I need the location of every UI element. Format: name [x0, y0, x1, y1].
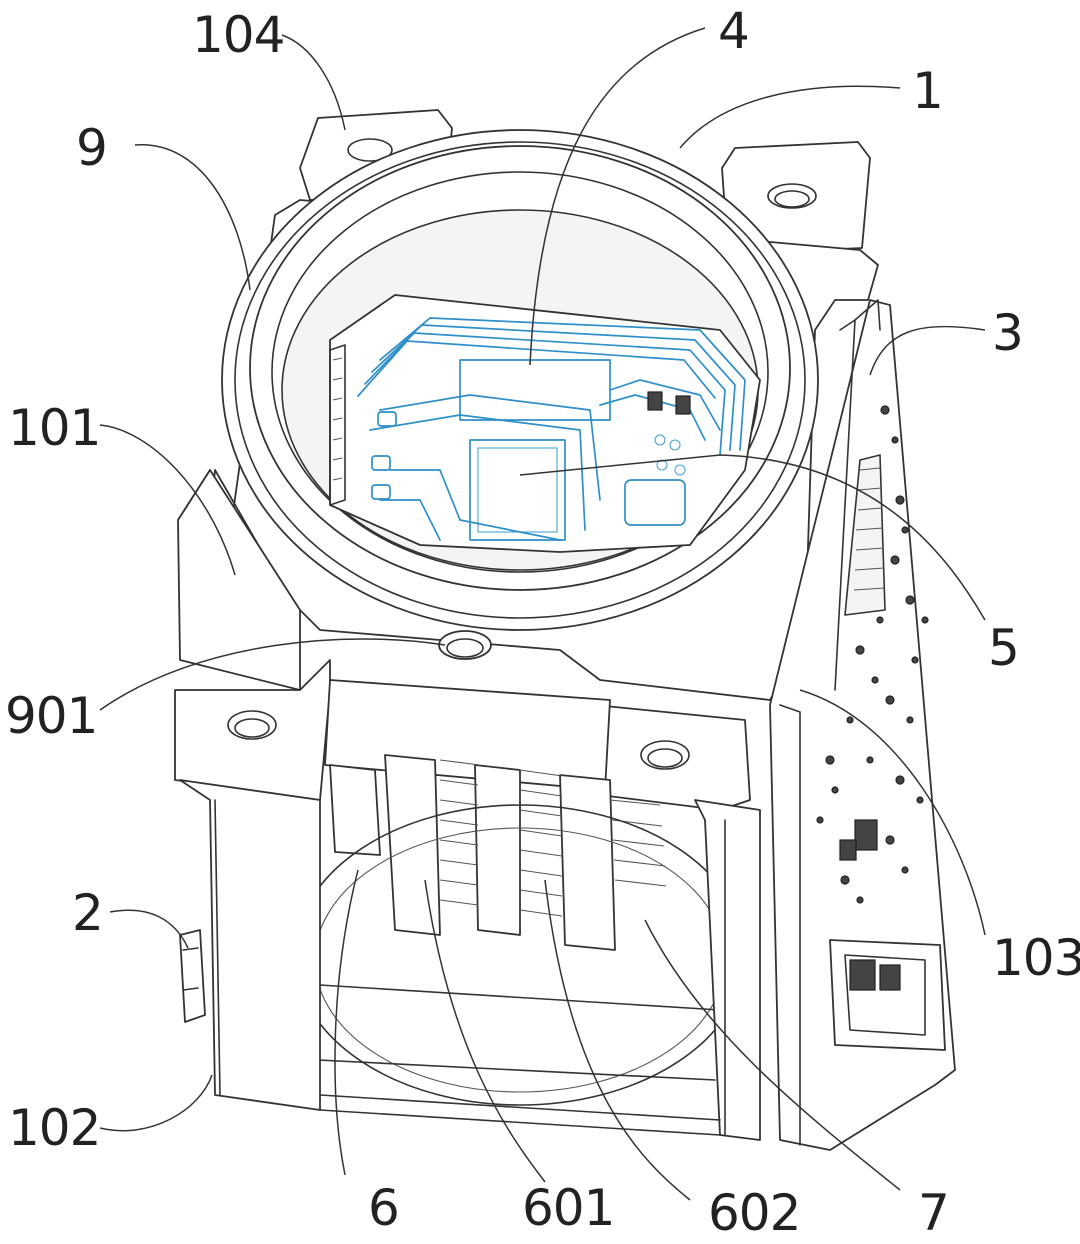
callout-9: 9: [76, 119, 107, 177]
heatsink-fins: [329, 754, 667, 951]
leader-3: [869, 325, 986, 376]
leader-102: [99, 1074, 213, 1132]
housing-drawing: [174, 109, 956, 1151]
left-pillar: [179, 779, 321, 1111]
front-mount-plate-right: [594, 704, 751, 811]
leader-1: [679, 85, 901, 149]
leader-103: [799, 689, 986, 936]
leader-4: [529, 27, 706, 366]
left-latch: [179, 929, 206, 1023]
callout-901: 901: [5, 687, 97, 745]
leader-602: [544, 879, 691, 1201]
callout-5: 5: [988, 619, 1019, 677]
leader-9: [134, 144, 251, 291]
front-mount-plate: [174, 659, 331, 801]
callout-4: 4: [718, 2, 749, 60]
callout-101: 101: [8, 399, 100, 457]
leader-104: [281, 34, 346, 131]
callout-103: 103: [992, 929, 1080, 987]
callout-1: 1: [912, 62, 943, 120]
callout-2: 2: [72, 884, 103, 942]
callout-601: 601: [522, 1179, 614, 1237]
leader-2: [109, 909, 189, 949]
callout-602: 602: [708, 1184, 800, 1242]
leader-5: [519, 454, 986, 621]
callout-104: 104: [192, 6, 284, 64]
leader-101: [99, 424, 236, 576]
callout-7: 7: [918, 1184, 949, 1242]
callout-3: 3: [992, 304, 1023, 362]
callout-6: 6: [368, 1179, 399, 1237]
leader-7: [644, 919, 901, 1191]
leader-901: [99, 638, 446, 711]
mount-tab-back-right: [721, 141, 871, 255]
side-pcb: [769, 299, 956, 1151]
right-pillar: [694, 799, 761, 1141]
ring-hole-901: [438, 630, 492, 660]
callout-102: 102: [8, 1099, 100, 1157]
leader-601: [424, 879, 546, 1183]
leader-lines: [99, 27, 986, 1201]
leader-6: [334, 869, 359, 1176]
callout-labels: 104 4 1 9 3 101 5 901 2 103 102 6 601 60…: [5, 2, 1080, 1242]
inner-pcb: [329, 294, 761, 553]
